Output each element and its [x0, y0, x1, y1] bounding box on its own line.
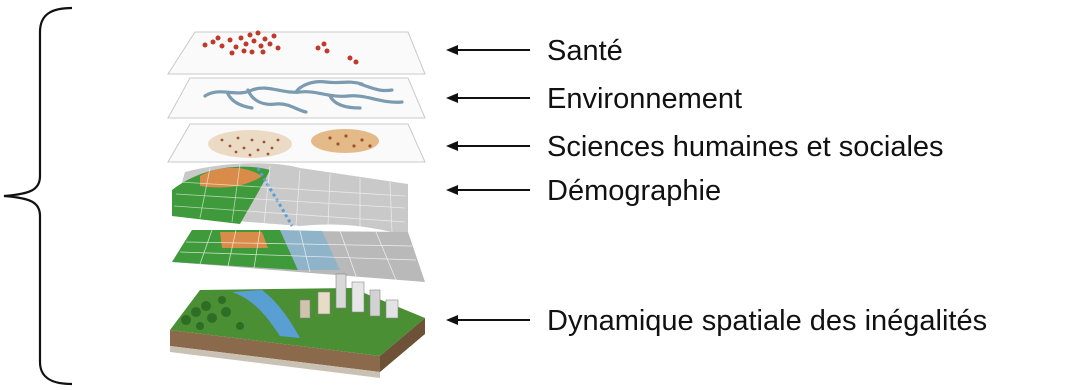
arrow-dynamique-spatiale	[446, 315, 530, 325]
health-points	[202, 30, 359, 65]
layer-demographie	[172, 163, 408, 236]
left-brace	[3, 6, 73, 386]
layer-landscape	[170, 273, 425, 378]
layer-sante	[167, 30, 426, 75]
population-cluster-left	[208, 130, 292, 158]
arrow-demographie	[446, 185, 530, 195]
population-cluster-right	[311, 129, 379, 153]
arrow-environnement	[446, 93, 530, 103]
label-sciences-humaines: Sciences humaines et sociales	[547, 131, 944, 163]
label-dynamique-spatiale: Dynamique spatiale des inégalités	[547, 305, 987, 337]
layer-grid	[172, 229, 425, 282]
arrow-sciences-humaines	[446, 141, 530, 151]
label-environnement: Environnement	[547, 83, 742, 115]
label-sante: Santé	[547, 35, 623, 67]
layer-sciences-humaines	[167, 123, 426, 163]
arrow-sante	[446, 45, 530, 55]
label-demographie: Démographie	[547, 175, 721, 207]
arrows	[446, 45, 530, 325]
river-network	[203, 80, 404, 114]
layer-environnement	[167, 77, 426, 119]
buildings	[299, 273, 399, 319]
